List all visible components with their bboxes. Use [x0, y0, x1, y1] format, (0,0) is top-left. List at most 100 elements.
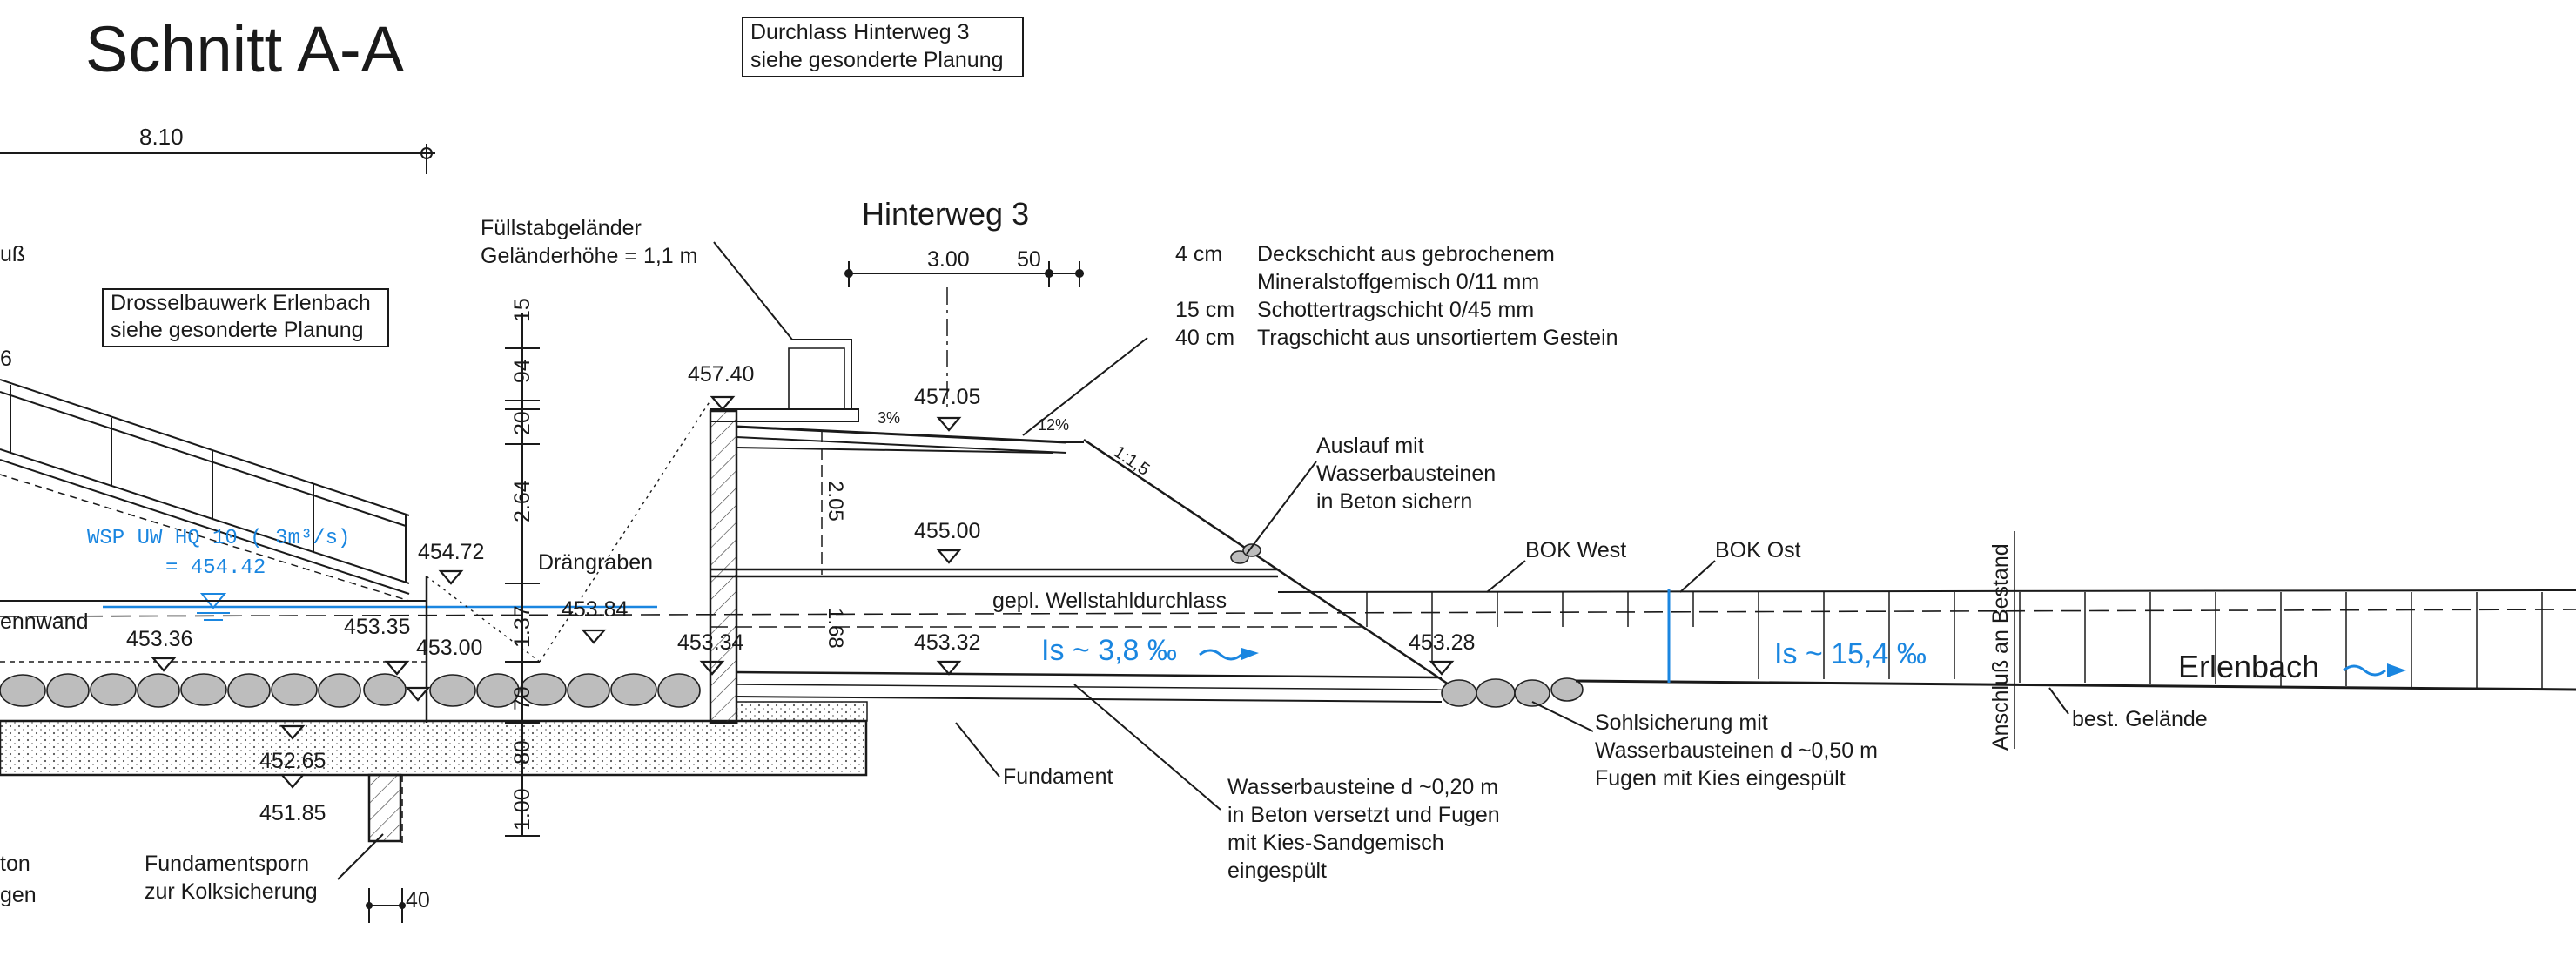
vertical-dimension-label: 80 [510, 740, 535, 764]
stones-note-line-1: Wasserbausteine d ~0,20 m [1227, 775, 1498, 799]
vertical-dimension-label: 1.37 [510, 605, 535, 648]
vertical-dimension-label: 70 [510, 686, 535, 710]
elevation-marker: 453.35 [344, 615, 410, 676]
creek-profile [1277, 589, 2576, 691]
stone-revetment-left [0, 673, 701, 708]
elevation-label: 453.36 [126, 627, 192, 651]
culvert-pipe: gepl. Wellstahldurchlass [710, 568, 1443, 722]
layer-description: 4 cm Deckschicht aus gebrochenem Mineral… [1022, 242, 1618, 436]
road-slope-label: 3% [878, 409, 900, 427]
elevation-label: 453.28 [1409, 630, 1475, 655]
vertical-dimension-label: 15 [510, 298, 535, 322]
culvert-note-box: Durchlass Hinterweg 3 siehe gesonderte P… [742, 17, 1024, 77]
elevation-marker: 453.36 [126, 627, 192, 672]
elevation-label: 451.85 [259, 801, 326, 825]
bok-ost-label: BOK Ost [1715, 538, 1801, 562]
connection-marker: Anschluß an Bestand [1988, 531, 2015, 751]
stones-note: Wasserbausteine d ~0,20 m in Beton verse… [1073, 684, 1500, 883]
elevation-label: 455.00 [914, 519, 980, 543]
spur-note: Fundamentsporn zur Kolksicherung [145, 833, 384, 904]
elevation-label: 453.00 [416, 636, 482, 660]
elevation-marker: 455.00 [914, 519, 980, 564]
creek-name: Erlenbach [2178, 649, 2406, 684]
throttle-note-line-1: Drosselbauwerk Erlenbach [111, 291, 371, 315]
water-level-annotation: WSP UW HQ 10 ( 3m³/s) = 454.42 [87, 527, 350, 621]
elevation-marker: 457.40 [688, 362, 754, 411]
layer-row: 15 cm Schottertragschicht 0/45 mm [1175, 298, 1534, 322]
shoulder-slope-label: 12% [1038, 416, 1069, 434]
drain-note: Drängraben [426, 400, 711, 663]
water-level-label: WSP UW HQ 10 ( 3m³/s) [87, 527, 350, 550]
elevation-marker: 453.00 [405, 636, 482, 702]
layer-thickness: 40 cm [1175, 326, 1234, 350]
railing-note-line-1: Füllstabgeländer [481, 216, 642, 240]
culvert-flow-height-label: 1.68 [824, 608, 847, 649]
layer-description-text: Schottertragschicht 0/45 mm [1257, 298, 1534, 322]
bed-protection-note: Sohlsicherung mit Wasserbausteinen d ~0,… [1531, 701, 1878, 791]
elevation-label: 453.35 [344, 615, 410, 639]
stones-note-line-2: in Beton versetzt und Fugen [1227, 803, 1500, 827]
bok-west-label: BOK West [1525, 538, 1626, 562]
layer-row: 4 cm Deckschicht aus gebrochenem [1175, 242, 1555, 266]
layer-description-text: Tragschicht aus unsortiertem Gestein [1257, 326, 1618, 350]
left-cut-text-1: uß [0, 242, 25, 266]
left-cut-text-4: ton [0, 852, 30, 876]
bed-protection-line-1: Sohlsicherung mit [1595, 710, 1768, 735]
foundation-note: Fundament [955, 722, 1113, 789]
road-width-label: 3.00 [927, 247, 970, 272]
bed-protection-line-2: Wasserbausteinen d ~0,50 m [1595, 738, 1878, 763]
elevation-marker: 453.84 [562, 597, 629, 644]
left-channel [0, 576, 428, 723]
layer-thickness: 4 cm [1175, 242, 1222, 266]
stones-note-line-4: eingespült [1227, 859, 1327, 883]
foundation-label: Fundament [1003, 764, 1113, 789]
left-stair-railing [0, 379, 410, 602]
throttle-note-line-2: siehe gesonderte Planung [111, 318, 364, 342]
left-cut-text-3: ennwand [0, 609, 88, 634]
layer-row: 40 cm Tragschicht aus unsortiertem Geste… [1175, 326, 1618, 350]
bed-protection-line-3: Fugen mit Kies eingespült [1595, 766, 1846, 791]
bottom-dimension-label: 40 [406, 888, 430, 912]
spur-note-line-1: Fundamentsporn [145, 852, 309, 876]
layer-row: Mineralstoffgemisch 0/11 mm [1257, 270, 1539, 294]
elevation-label: 453.84 [562, 597, 629, 622]
road-edge-label: 50 [1017, 247, 1041, 272]
layer-description-text: Deckschicht aus gebrochenem [1257, 242, 1555, 266]
elevation-marker: 452.65 [259, 724, 326, 773]
foundation-slab-left [0, 719, 868, 843]
existing-ground-note: best. Gelände [2048, 687, 2208, 731]
throttle-note-box: Drosselbauwerk Erlenbach siehe gesondert… [102, 288, 389, 347]
elevation-marker: 453.28 [1409, 630, 1475, 676]
drain-label: Drängraben [538, 550, 653, 575]
embankment-slope-label: 1:1,5 [1110, 442, 1153, 480]
culvert-headwall: 3% 12% 1:1,5 2.05 1.68 [709, 408, 1455, 724]
outlet-note-line-1: Auslauf mit [1316, 434, 1424, 458]
culvert-note-line-1: Durchlass Hinterweg 3 [750, 20, 970, 44]
vertical-dimension-label: 20 [510, 411, 535, 435]
outlet-stones [1230, 543, 1584, 708]
top-span-dimension: 8.10 [0, 124, 435, 174]
layer-thickness: 15 cm [1175, 298, 1234, 322]
culvert-slope-label: Is ~ 3,8 ‰ [1041, 634, 1177, 667]
outlet-note-line-2: Wasserbausteinen [1316, 461, 1496, 486]
bok-labels: BOK West BOK Ost [1486, 538, 1801, 593]
reference-dash-line [0, 609, 2576, 617]
elevation-marker: 453.32 [914, 630, 980, 676]
vertical-dimension-label: 2.64 [510, 480, 535, 522]
culvert-note-line-2: siehe gesonderte Planung [750, 48, 1004, 72]
water-level-value: = 454.42 [165, 556, 266, 580]
road-name: Hinterweg 3 [862, 196, 1029, 232]
stones-note-line-3: mit Kies-Sandgemisch [1227, 831, 1444, 855]
road-width-dimension: 3.00 50 [844, 247, 1084, 409]
outlet-note: Auslauf mit Wasserbausteinen in Beton si… [1246, 434, 1496, 555]
connection-label: Anschluß an Bestand [1988, 543, 2013, 751]
elevation-label: 457.40 [688, 362, 754, 387]
elevation-label: 453.32 [914, 630, 980, 655]
elevation-markers: 457.40 457.05 455.00 454.72 453.84 453.3… [126, 362, 1475, 825]
top-span-label: 8.10 [139, 124, 184, 150]
outlet-note-line-3: in Beton sichern [1316, 489, 1472, 514]
vertical-dimension-label: 1.00 [510, 788, 535, 831]
elevation-label: 454.72 [418, 540, 484, 564]
railing-note-line-2: Geländerhöhe = 1,1 m [481, 244, 697, 268]
